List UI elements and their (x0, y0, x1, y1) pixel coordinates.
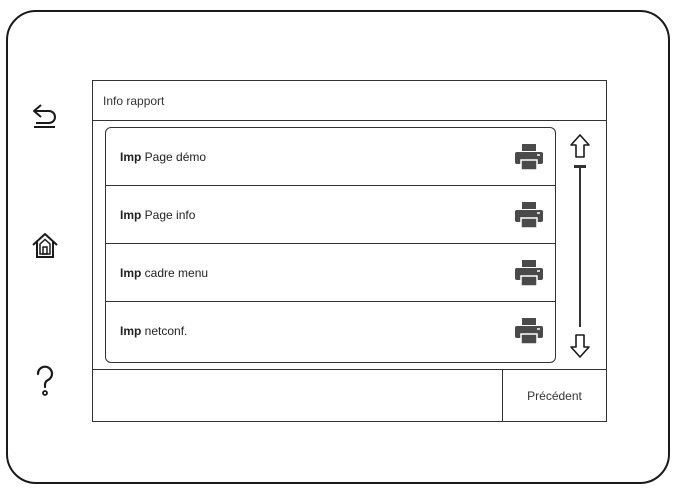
home-icon (32, 233, 58, 258)
back-arrow-icon (33, 104, 56, 128)
home-button[interactable] (28, 228, 62, 262)
menu-item-label: Imp Page info (120, 207, 196, 222)
scrollbar-thumb[interactable] (574, 165, 586, 168)
menu-item-print-netconf[interactable]: Imp netconf. (106, 302, 555, 360)
menu-item-label: Imp Page démo (120, 149, 207, 164)
screen-title: Info rapport (93, 81, 606, 121)
lcd-screen: Info rapport Imp Page démo Imp Page info… (92, 80, 607, 422)
printer-icon (515, 260, 543, 287)
footer-bar: Précédent (93, 369, 606, 421)
scrollbar-track[interactable] (579, 165, 581, 327)
menu-item-label: Imp cadre menu (120, 265, 209, 280)
arrow-up-icon[interactable] (569, 133, 591, 159)
back-button[interactable] (28, 98, 62, 132)
menu-item-print-demo-page[interactable]: Imp Page démo (106, 128, 555, 186)
previous-button[interactable]: Précédent (502, 370, 606, 421)
menu-list: Imp Page démo Imp Page info Imp cadre me… (105, 127, 556, 363)
menu-item-print-menu-map[interactable]: Imp cadre menu (106, 244, 555, 302)
help-question-icon (36, 365, 54, 396)
printer-icon (515, 144, 543, 171)
menu-item-label: Imp netconf. (120, 324, 188, 338)
help-button[interactable] (28, 364, 62, 398)
printer-icon (515, 318, 543, 345)
arrow-down-icon[interactable] (569, 333, 591, 359)
menu-item-print-info-page[interactable]: Imp Page info (106, 186, 555, 244)
printer-icon (515, 202, 543, 229)
